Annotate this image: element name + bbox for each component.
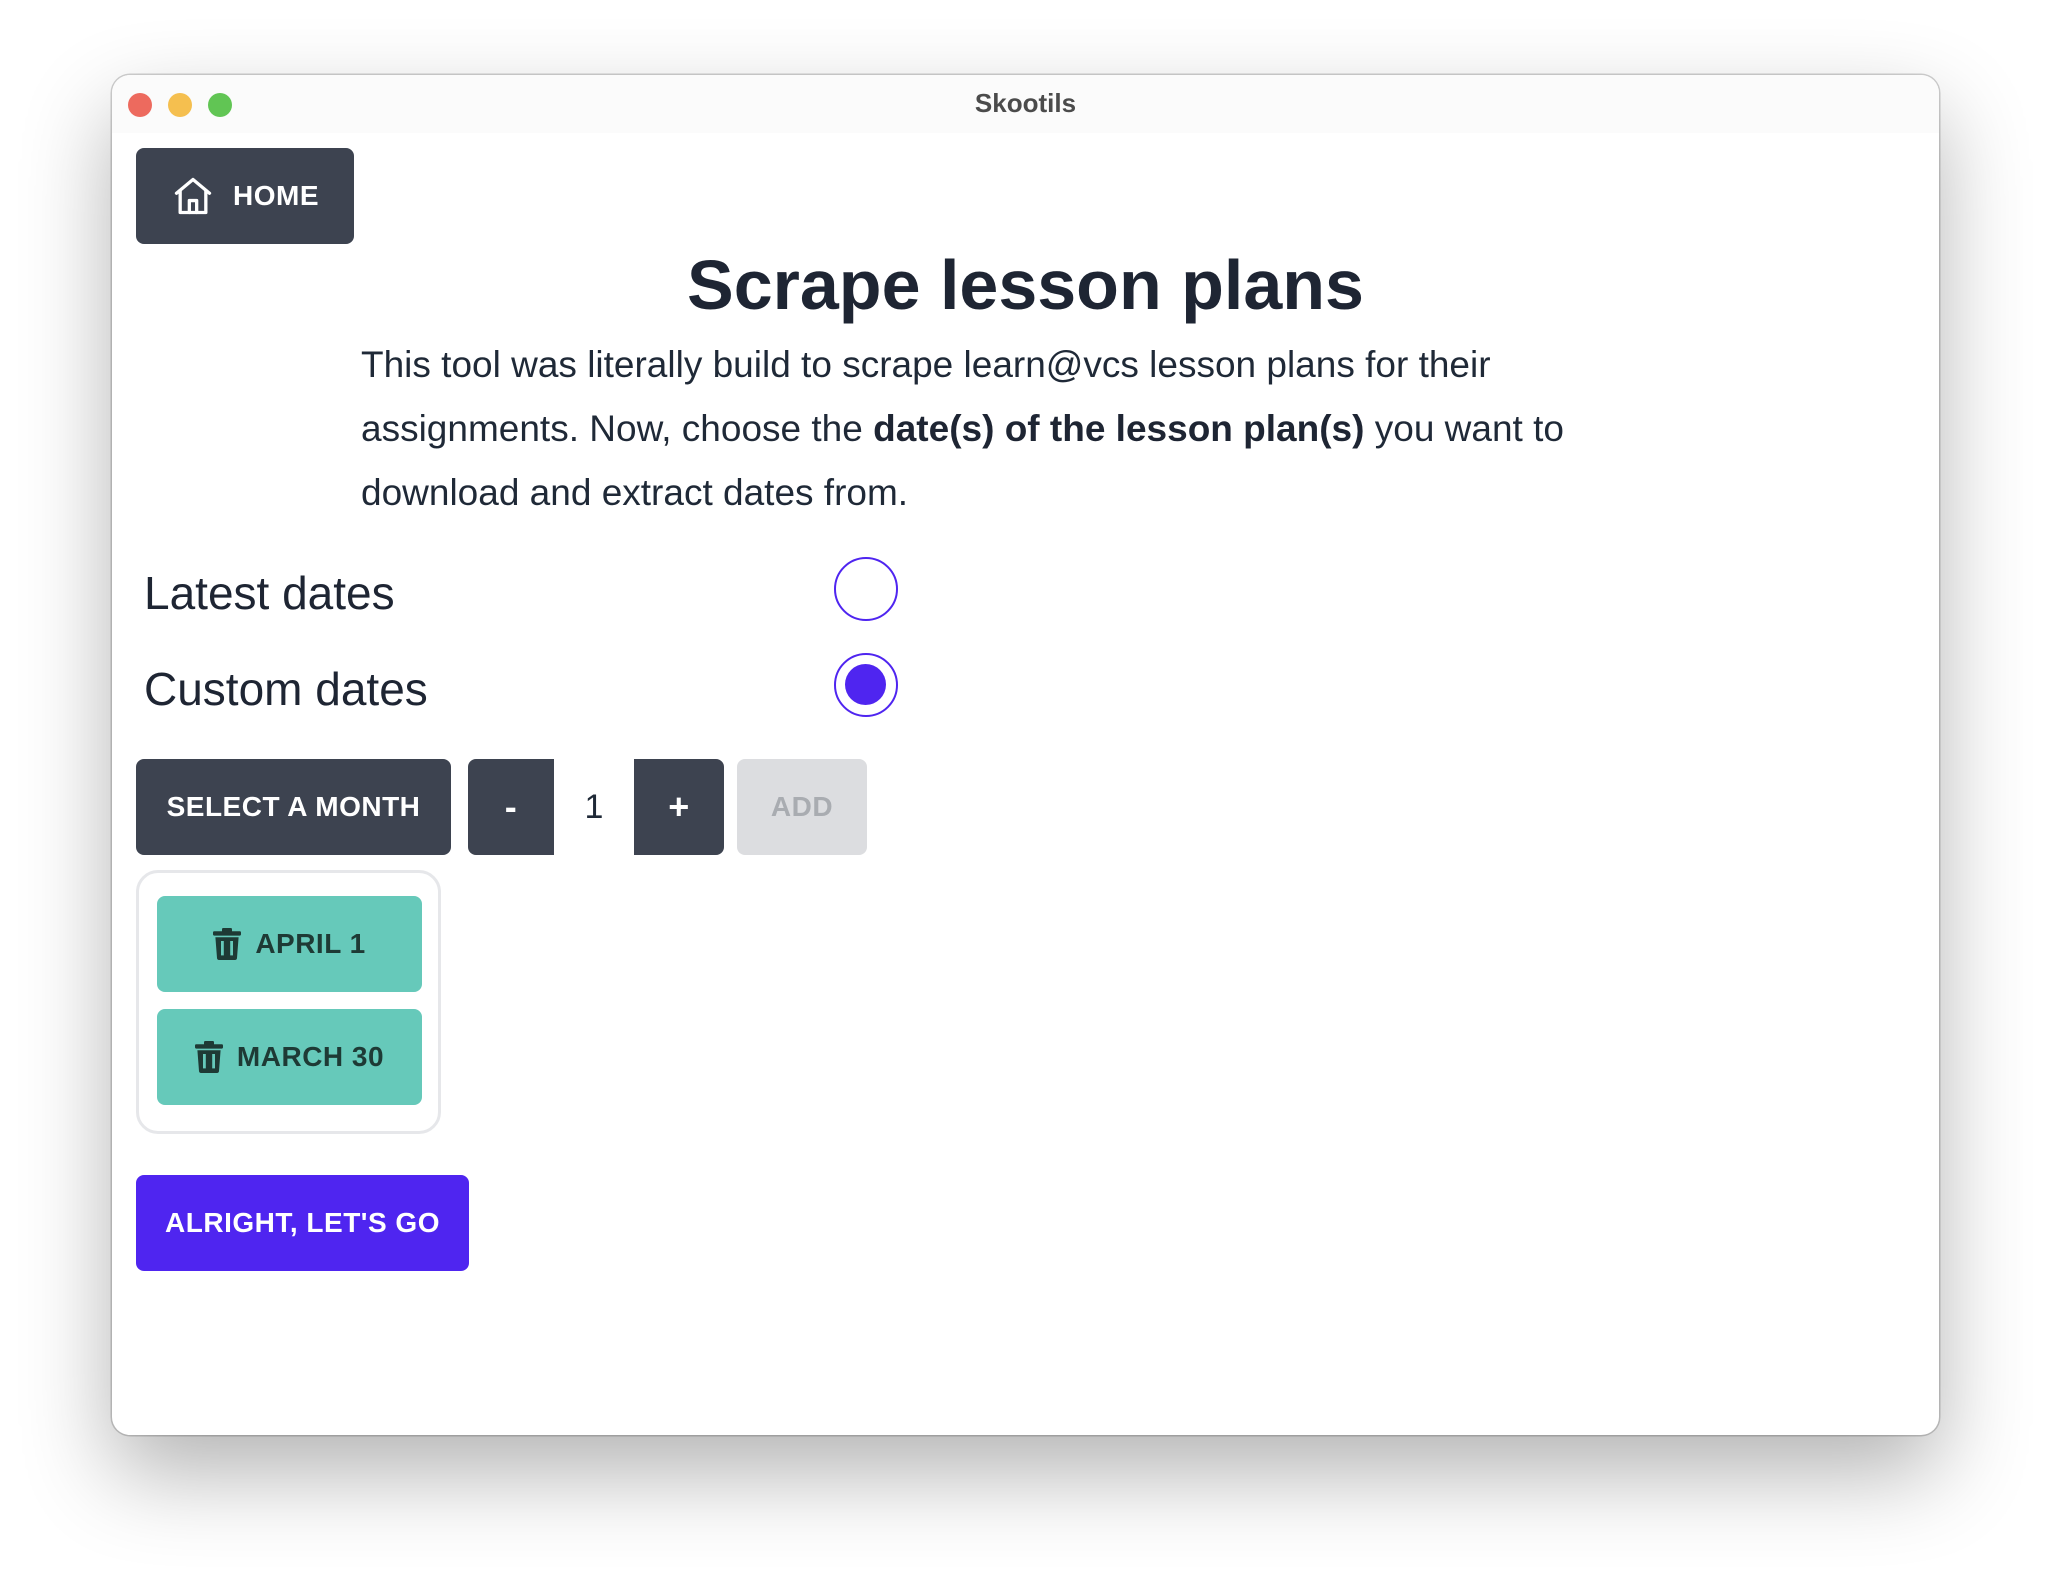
home-button-label: HOME [233,180,319,211]
title-bar: Skootils [112,75,1939,133]
decrement-day-button[interactable]: - [468,759,554,855]
home-icon [174,177,212,215]
description-text: This tool was literally build to scrape … [361,344,1491,449]
app-window: Skootils HOME Scrape lesson plans This t… [112,75,1939,1435]
trash-icon [194,1041,223,1073]
date-chip-april-1[interactable]: APRIL 1 [157,896,422,992]
page-title: Scrape lesson plans [687,246,1364,324]
lets-go-button[interactable]: ALRIGHT, LET'S GO [136,1175,469,1271]
selected-dates-list: APRIL 1 MARCH 30 [136,870,441,1134]
home-button[interactable]: HOME [136,148,354,244]
day-value[interactable]: 1 [584,787,604,826]
select-month-button[interactable]: SELECT A MONTH [136,759,451,855]
date-chip-label: MARCH 30 [236,1041,385,1072]
date-chip-march-30[interactable]: MARCH 30 [157,1009,422,1105]
description-text-end: you want to download and extract dates f… [361,408,1564,513]
custom-dates-label: Custom dates [144,663,428,715]
custom-dates-radio[interactable] [834,653,898,717]
latest-dates-label: Latest dates [144,567,395,619]
description-emphasis: date(s) of the lesson plan(s) [873,408,1365,449]
trash-icon [213,928,242,960]
window-title: Skootils [974,88,1077,118]
date-chip-label: APRIL 1 [255,928,366,959]
close-window-button[interactable] [128,93,152,117]
latest-dates-radio[interactable] [834,557,898,621]
page-description: This tool was literally build to scrape … [361,333,1701,525]
add-date-button[interactable]: ADD [737,759,867,855]
minimize-window-button[interactable] [168,93,192,117]
increment-day-button[interactable]: + [634,759,724,855]
maximize-window-button[interactable] [208,93,232,117]
radio-selected-dot [845,664,886,705]
